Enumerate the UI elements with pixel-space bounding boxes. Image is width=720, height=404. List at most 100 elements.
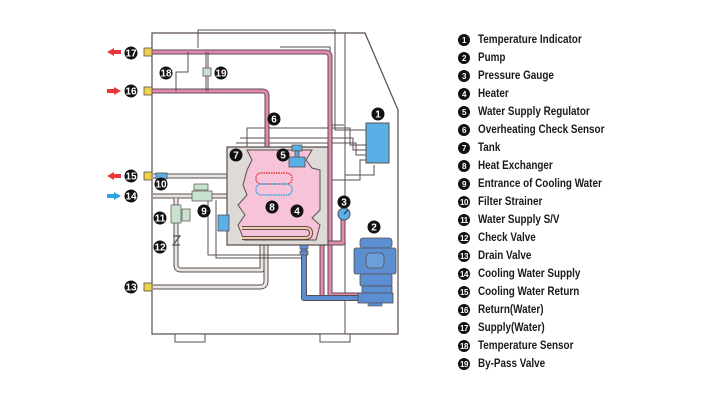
callout-2: 2 bbox=[367, 220, 381, 234]
svg-text:1: 1 bbox=[375, 110, 381, 121]
legend-item: 17 Supply(Water) bbox=[458, 319, 708, 337]
legend-label: Tank bbox=[478, 142, 501, 154]
legend-item: 1 Temperature Indicator bbox=[458, 31, 708, 49]
legend-label: Drain Valve bbox=[478, 250, 532, 262]
water-supply-valve bbox=[170, 204, 191, 224]
hot-water-pipes bbox=[150, 49, 363, 298]
legend-label: Heat Exchanger bbox=[478, 160, 553, 172]
legend-number-badge: 10 bbox=[458, 196, 470, 208]
callout-10: 10 bbox=[154, 177, 168, 191]
svg-text:6: 6 bbox=[271, 115, 277, 126]
legend-number-badge: 2 bbox=[458, 52, 470, 64]
callout-13: 13 bbox=[124, 280, 138, 294]
legend-item: 13 Drain Valve bbox=[458, 247, 708, 265]
legend-label: Water Supply S/V bbox=[478, 214, 560, 226]
callout-3: 3 bbox=[337, 195, 351, 209]
heater-element-inner bbox=[242, 227, 313, 239]
legend-label: Entrance of Cooling Water bbox=[478, 178, 602, 190]
heat-exchanger-coil bbox=[255, 172, 293, 196]
svg-text:14: 14 bbox=[125, 192, 137, 203]
svg-text:3: 3 bbox=[341, 198, 347, 209]
svg-text:8: 8 bbox=[269, 203, 275, 214]
callout-12: 12 bbox=[153, 240, 167, 254]
pump-suction-pipe bbox=[299, 244, 362, 301]
callout-16: 16 bbox=[124, 84, 138, 98]
svg-text:9: 9 bbox=[201, 207, 207, 218]
legend-item: 8 Heat Exchanger bbox=[458, 157, 708, 175]
legend-item: 4 Heater bbox=[458, 85, 708, 103]
legend-label: Check Valve bbox=[478, 232, 536, 244]
arrow-supply-out bbox=[107, 48, 121, 56]
callout-6: 6 bbox=[267, 112, 281, 126]
legend-label: Temperature Indicator bbox=[478, 34, 582, 46]
legend-number-badge: 4 bbox=[458, 88, 470, 100]
callout-7: 7 bbox=[229, 148, 243, 162]
legend-label: Supply(Water) bbox=[478, 322, 545, 334]
cabinet-foot-left bbox=[174, 333, 206, 343]
tank-side-component bbox=[217, 214, 230, 232]
legend-label: Overheating Check Sensor bbox=[478, 124, 605, 136]
svg-text:17: 17 bbox=[125, 49, 137, 60]
pressure-gauge bbox=[337, 207, 351, 221]
callout-18: 18 bbox=[159, 66, 173, 80]
legend-label: Temperature Sensor bbox=[478, 340, 574, 352]
svg-text:7: 7 bbox=[233, 151, 239, 162]
svg-text:11: 11 bbox=[155, 214, 166, 225]
legend-number-badge: 11 bbox=[458, 214, 470, 226]
legend-number-badge: 3 bbox=[458, 70, 470, 82]
legend-number-badge: 13 bbox=[458, 250, 470, 262]
entrance-valve bbox=[191, 183, 213, 202]
svg-text:13: 13 bbox=[125, 283, 137, 294]
legend-item: 6 Overheating Check Sensor bbox=[458, 121, 708, 139]
legend-number-badge: 5 bbox=[458, 106, 470, 118]
callout-5: 5 bbox=[276, 148, 290, 162]
legend-number-badge: 15 bbox=[458, 286, 470, 298]
ports bbox=[143, 47, 153, 292]
legend-number-badge: 9 bbox=[458, 178, 470, 190]
callout-19: 19 bbox=[214, 66, 228, 80]
legend-item: 16 Return(Water) bbox=[458, 301, 708, 319]
svg-text:2: 2 bbox=[371, 223, 377, 234]
arrow-return-in bbox=[107, 87, 121, 95]
legend-label: Heater bbox=[478, 88, 509, 100]
bypass-valve bbox=[202, 67, 212, 77]
legend-number-badge: 6 bbox=[458, 124, 470, 136]
legend-label: Pressure Gauge bbox=[478, 70, 554, 82]
svg-text:18: 18 bbox=[160, 69, 172, 80]
legend-label: By-Pass Valve bbox=[478, 358, 546, 370]
legend-number-badge: 18 bbox=[458, 340, 470, 352]
legend-label: Cooling Water Supply bbox=[478, 268, 581, 280]
legend-number-badge: 8 bbox=[458, 160, 470, 172]
arrow-cooling-return-out bbox=[107, 172, 121, 180]
callout-8: 8 bbox=[265, 200, 279, 214]
svg-text:10: 10 bbox=[155, 180, 167, 191]
svg-text:15: 15 bbox=[125, 172, 137, 183]
legend-label: Return(Water) bbox=[478, 304, 544, 316]
legend-item: 19 By-Pass Valve bbox=[458, 355, 708, 373]
callout-11: 11 bbox=[153, 211, 167, 225]
legend-number-badge: 1 bbox=[458, 34, 470, 46]
legend-item: 3 Pressure Gauge bbox=[458, 67, 708, 85]
legend-number-badge: 19 bbox=[458, 358, 470, 370]
legend-item: 18 Temperature Sensor bbox=[458, 337, 708, 355]
svg-text:5: 5 bbox=[280, 151, 286, 162]
legend-item: 5 Water Supply Regulator bbox=[458, 103, 708, 121]
legend-number-badge: 17 bbox=[458, 322, 470, 334]
water-heater-schematic: 1 2 3 4 5 6 7 8 9 10 11 12 13 14 15 16 1… bbox=[107, 29, 399, 343]
pump bbox=[353, 237, 397, 307]
legend-label: Water Supply Regulator bbox=[478, 106, 590, 118]
svg-text:19: 19 bbox=[215, 69, 227, 80]
legend-item: 11 Water Supply S/V bbox=[458, 211, 708, 229]
callout-17: 17 bbox=[124, 46, 138, 60]
callouts: 1 2 3 4 5 6 7 8 9 10 11 12 13 14 15 16 1… bbox=[124, 46, 385, 294]
legend-number-badge: 16 bbox=[458, 304, 470, 316]
legend-item: 9 Entrance of Cooling Water bbox=[458, 175, 708, 193]
cabinet-foot-right bbox=[319, 333, 351, 343]
